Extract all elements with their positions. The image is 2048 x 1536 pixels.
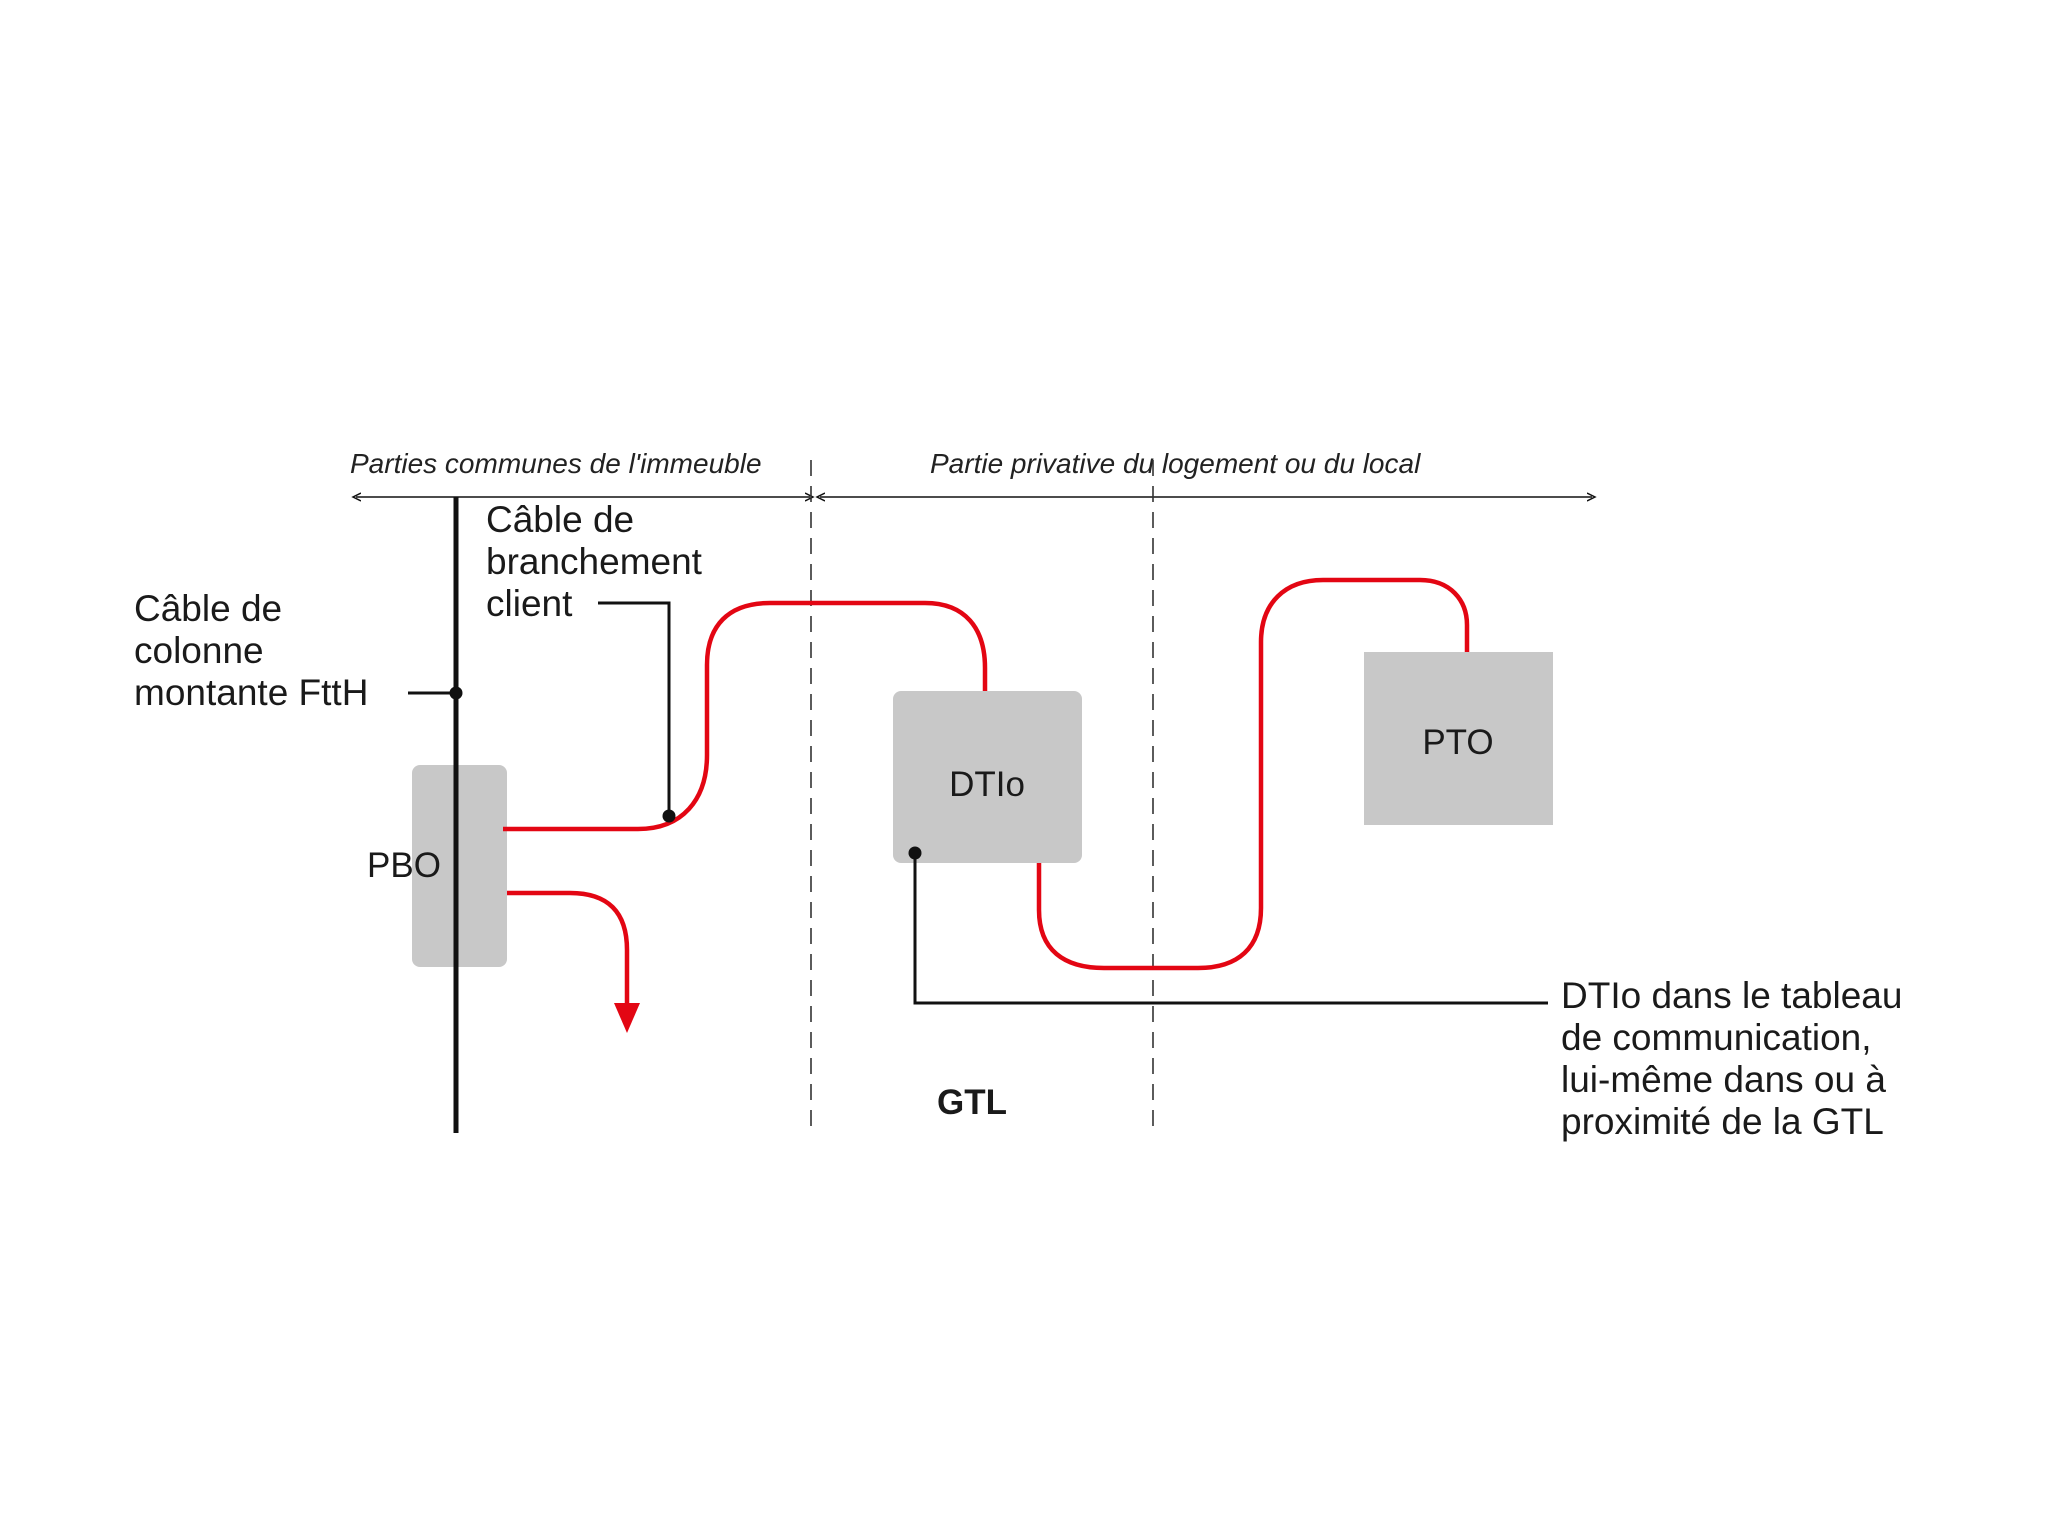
drop-cable-label-line-2: branchement (486, 541, 703, 582)
pbo-label: PBO (367, 846, 441, 885)
dtio-label: DTIo (949, 765, 1025, 804)
riser-cable-label-line-2: colonne (134, 630, 264, 671)
zone-label-common: Parties communes de l'immeuble (350, 448, 762, 479)
drop-cable-label: Câble de branchement client (486, 499, 712, 624)
riser-cable-label-line-3: montante FttH (134, 672, 368, 713)
drop-cable-label-line-3: client (486, 583, 573, 624)
dtio-callout-dot (908, 846, 922, 860)
dtio-note-label: DTIo dans le tableau de communication, l… (1561, 975, 1913, 1142)
gtl-label: GTL (937, 1083, 1007, 1122)
pto-label: PTO (1422, 723, 1493, 762)
riser-cable-label: Câble de colonne montante FttH (134, 588, 368, 713)
riser-callout-dot (449, 686, 463, 700)
dtio-note-line-1: DTIo dans le tableau (1561, 975, 1902, 1016)
onward-fiber (507, 890, 630, 1005)
down-arrow-icon (614, 1003, 640, 1033)
pbo-box (412, 765, 507, 967)
dtio-note-line-3: lui-même dans ou à (1561, 1059, 1886, 1100)
dtio-callout-line (913, 853, 1548, 1005)
dtio-box (893, 691, 1082, 863)
riser-cable-label-line-1: Câble de (134, 588, 282, 629)
zone-label-private: Partie privative du logement ou du local (930, 448, 1421, 479)
dtio-note-line-2: de communication, (1561, 1017, 1872, 1058)
drop-callout-dot (662, 809, 676, 823)
drop-callout-line (598, 601, 671, 816)
pto-box (1364, 652, 1553, 825)
drop-cable-fiber (503, 600, 988, 832)
dtio-pto-fiber (1036, 577, 1470, 971)
dtio-note-line-4: proximité de la GTL (1561, 1101, 1884, 1142)
drop-cable-label-line-1: Câble de (486, 499, 634, 540)
